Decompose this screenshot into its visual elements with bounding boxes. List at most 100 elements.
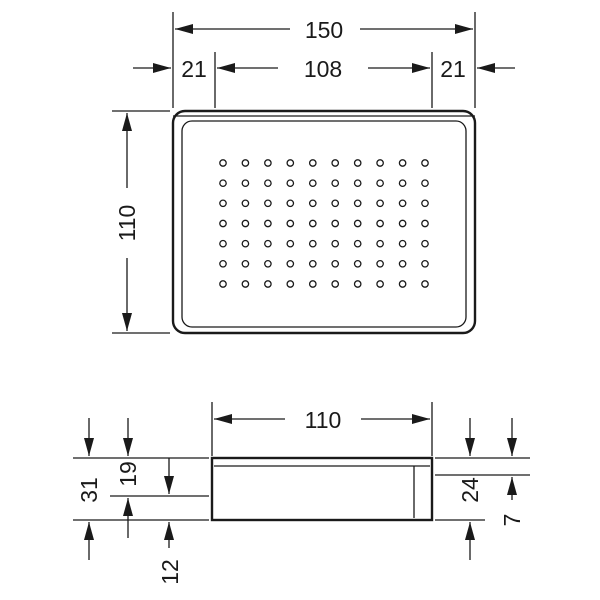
drainage-hole — [264, 280, 272, 288]
arrow-21-right — [477, 63, 495, 73]
arrow-7-bottom — [507, 477, 517, 495]
side-view: 110 31 19 12 24 — [73, 402, 530, 585]
arrow-19-top — [123, 438, 133, 456]
drainage-hole — [331, 179, 340, 188]
arrow-21-left — [153, 63, 171, 73]
drainage-hole — [286, 280, 295, 288]
drainage-hole — [376, 219, 384, 228]
drainage-hole — [219, 259, 227, 268]
arrow-24-bottom — [465, 522, 475, 540]
drainage-hole — [353, 199, 362, 208]
drainage-hole — [376, 280, 384, 288]
dim-label-21-left: 21 — [181, 56, 207, 82]
drainage-hole — [331, 159, 340, 167]
drainage-hole — [398, 179, 407, 188]
dim-label-108: 108 — [304, 56, 342, 82]
drainage-hole — [398, 199, 407, 208]
arrow-31-top — [84, 438, 94, 456]
drainage-hole — [421, 179, 429, 188]
drainage-hole — [398, 239, 407, 248]
arrow-150-left — [175, 24, 193, 34]
arrow-110-depth-top — [122, 113, 132, 131]
arrow-150-right — [455, 24, 473, 34]
dim-label-19: 19 — [115, 461, 141, 487]
drainage-hole — [353, 239, 362, 248]
drainage-hole — [376, 159, 384, 167]
drainage-hole — [286, 159, 295, 167]
drainage-hole — [353, 159, 362, 167]
tray-outer-outline — [171, 109, 477, 335]
drainage-hole — [286, 219, 295, 228]
dim-label-110-depth: 110 — [114, 205, 140, 242]
dim-label-24: 24 — [457, 477, 483, 503]
drainage-hole — [398, 259, 407, 268]
drainage-hole — [264, 219, 272, 228]
arrow-12-top — [164, 476, 174, 494]
drainage-hole — [241, 199, 250, 208]
drainage-hole — [376, 259, 384, 268]
drainage-hole — [331, 280, 340, 288]
drainage-hole — [219, 199, 227, 208]
drainage-hole — [286, 239, 295, 248]
drainage-hole — [308, 259, 317, 268]
drainage-hole — [264, 259, 272, 268]
dim-label-31: 31 — [76, 477, 102, 503]
drainage-hole — [353, 179, 362, 188]
arrow-7-top — [507, 438, 517, 456]
drainage-hole — [241, 219, 250, 228]
drainage-hole — [308, 179, 317, 188]
arrow-110-width-left — [214, 414, 232, 424]
drainage-hole — [241, 179, 250, 188]
arrow-108-right — [412, 63, 430, 73]
drainage-hole — [264, 199, 272, 208]
drainage-hole — [398, 159, 407, 167]
drainage-hole — [376, 199, 384, 208]
drainage-hole — [241, 159, 250, 167]
drainage-hole — [286, 259, 295, 268]
tray-inner-outline — [181, 120, 467, 328]
drainage-hole — [376, 179, 384, 188]
drainage-hole — [421, 199, 429, 208]
drainage-hole — [219, 179, 227, 188]
drainage-hole — [331, 219, 340, 228]
drainage-hole — [421, 159, 429, 167]
drainage-hole — [308, 280, 317, 288]
arrow-110-depth-bottom — [122, 313, 132, 331]
drainage-hole — [264, 179, 272, 188]
drainage-hole — [421, 280, 429, 288]
arrow-19-bottom — [123, 498, 133, 516]
drainage-hole — [353, 280, 362, 288]
drainage-hole — [331, 259, 340, 268]
drainage-hole — [286, 199, 295, 208]
drainage-hole — [398, 280, 407, 288]
drainage-hole — [219, 159, 227, 167]
drainage-hole — [308, 239, 317, 248]
drainage-hole — [421, 239, 429, 248]
drainage-hole — [219, 219, 227, 228]
drainage-hole — [353, 219, 362, 228]
drainage-hole — [219, 280, 227, 288]
drainage-hole — [353, 259, 362, 268]
side-body-outline — [210, 456, 434, 522]
arrow-110-width-right — [412, 414, 430, 424]
drainage-hole-grid — [219, 159, 429, 288]
drainage-hole — [331, 199, 340, 208]
drainage-hole — [421, 219, 429, 228]
dim-label-21-right: 21 — [440, 56, 466, 82]
drainage-hole — [308, 159, 317, 167]
dim-label-110-width: 110 — [305, 407, 342, 433]
top-view: 150 21 108 21 110 — [112, 12, 515, 335]
drainage-hole — [308, 219, 317, 228]
arrow-108-left — [217, 63, 235, 73]
dim-label-150: 150 — [305, 17, 343, 43]
arrow-31-bottom — [84, 522, 94, 540]
drainage-hole — [219, 239, 227, 248]
arrow-24-top — [465, 438, 475, 456]
drainage-hole — [264, 239, 272, 248]
drainage-hole — [331, 239, 340, 248]
dim-label-7: 7 — [499, 514, 525, 527]
drainage-hole — [398, 219, 407, 228]
drainage-hole — [376, 239, 384, 248]
drainage-hole — [241, 239, 250, 248]
drainage-hole — [286, 179, 295, 188]
